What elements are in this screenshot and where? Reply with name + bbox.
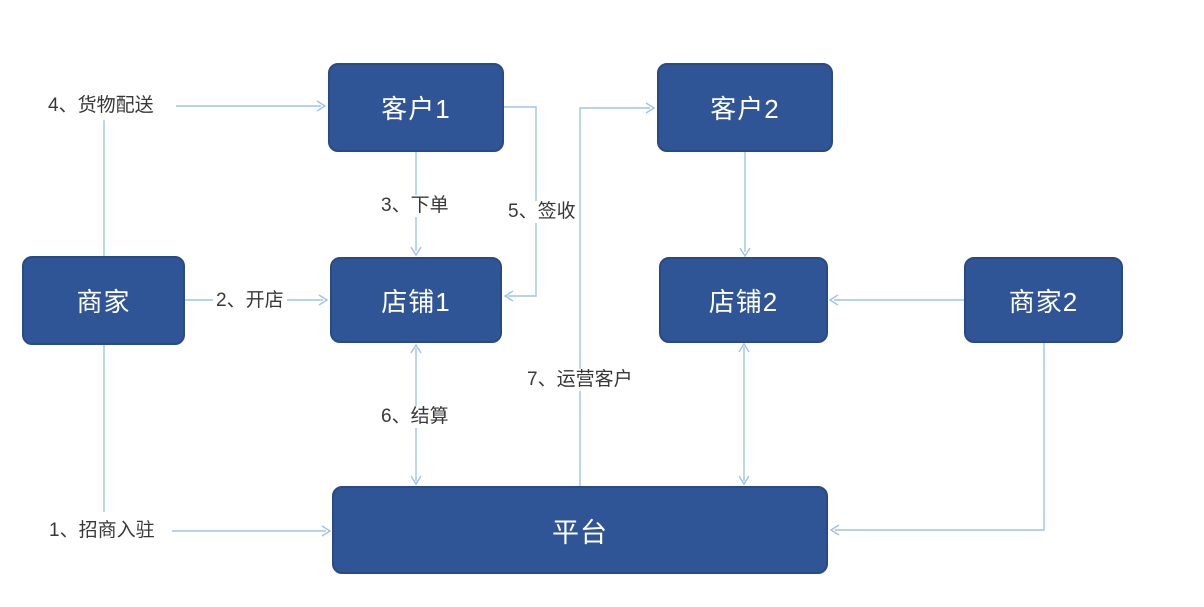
node-merchant2: 商家2 — [964, 257, 1123, 343]
node-customer1-label: 客户1 — [381, 94, 451, 124]
arrowhead-down-icon — [410, 475, 422, 486]
edge-label-open-shop: 2、开店 — [213, 290, 287, 312]
arrowhead-left-icon — [503, 290, 514, 302]
arrowhead-up-icon — [410, 343, 422, 354]
arrowhead-down-icon — [738, 475, 750, 486]
edge-label-place-order: 3、下单 — [378, 195, 452, 217]
node-customer1: 客户1 — [328, 63, 504, 152]
node-customer2: 客户2 — [657, 63, 833, 152]
edge-label-goods-delivery: 4、货物配送 — [45, 95, 157, 117]
node-merchant1: 商家 — [22, 256, 185, 345]
node-platform: 平台 — [332, 486, 828, 574]
arrowhead-left-icon — [828, 294, 839, 306]
edge-label-settlement: 6、结算 — [378, 406, 452, 428]
node-shop1-label: 店铺1 — [381, 286, 451, 317]
arrowhead-up-icon — [738, 342, 750, 353]
edge-platform-customer2-line — [579, 107, 650, 486]
node-merchant2-label: 商家2 — [1008, 286, 1079, 317]
arrowhead-down-icon — [410, 246, 422, 257]
arrowhead-right-icon — [316, 100, 327, 112]
arrowhead-right-icon — [318, 294, 329, 306]
arrowhead-left-icon — [829, 524, 840, 536]
arrowhead-right-icon — [645, 102, 656, 114]
node-shop1: 店铺1 — [330, 257, 502, 343]
edge-merchant2-platform-line — [835, 343, 1045, 531]
node-platform-label: 平台 — [552, 517, 608, 548]
edge-label-sign-receipt: 5、签收 — [505, 201, 579, 223]
node-shop2-label: 店铺2 — [708, 286, 779, 317]
edge-label-onboarding: 1、招商入驻 — [46, 520, 158, 542]
edge-label-operate-customer: 7、运营客户 — [524, 369, 636, 391]
node-merchant1-label: 商家 — [76, 287, 131, 317]
arrowhead-down-icon — [739, 247, 751, 258]
node-customer2-label: 客户2 — [710, 94, 780, 124]
node-shop2: 店铺2 — [659, 257, 828, 343]
arrowhead-right-icon — [321, 525, 332, 537]
